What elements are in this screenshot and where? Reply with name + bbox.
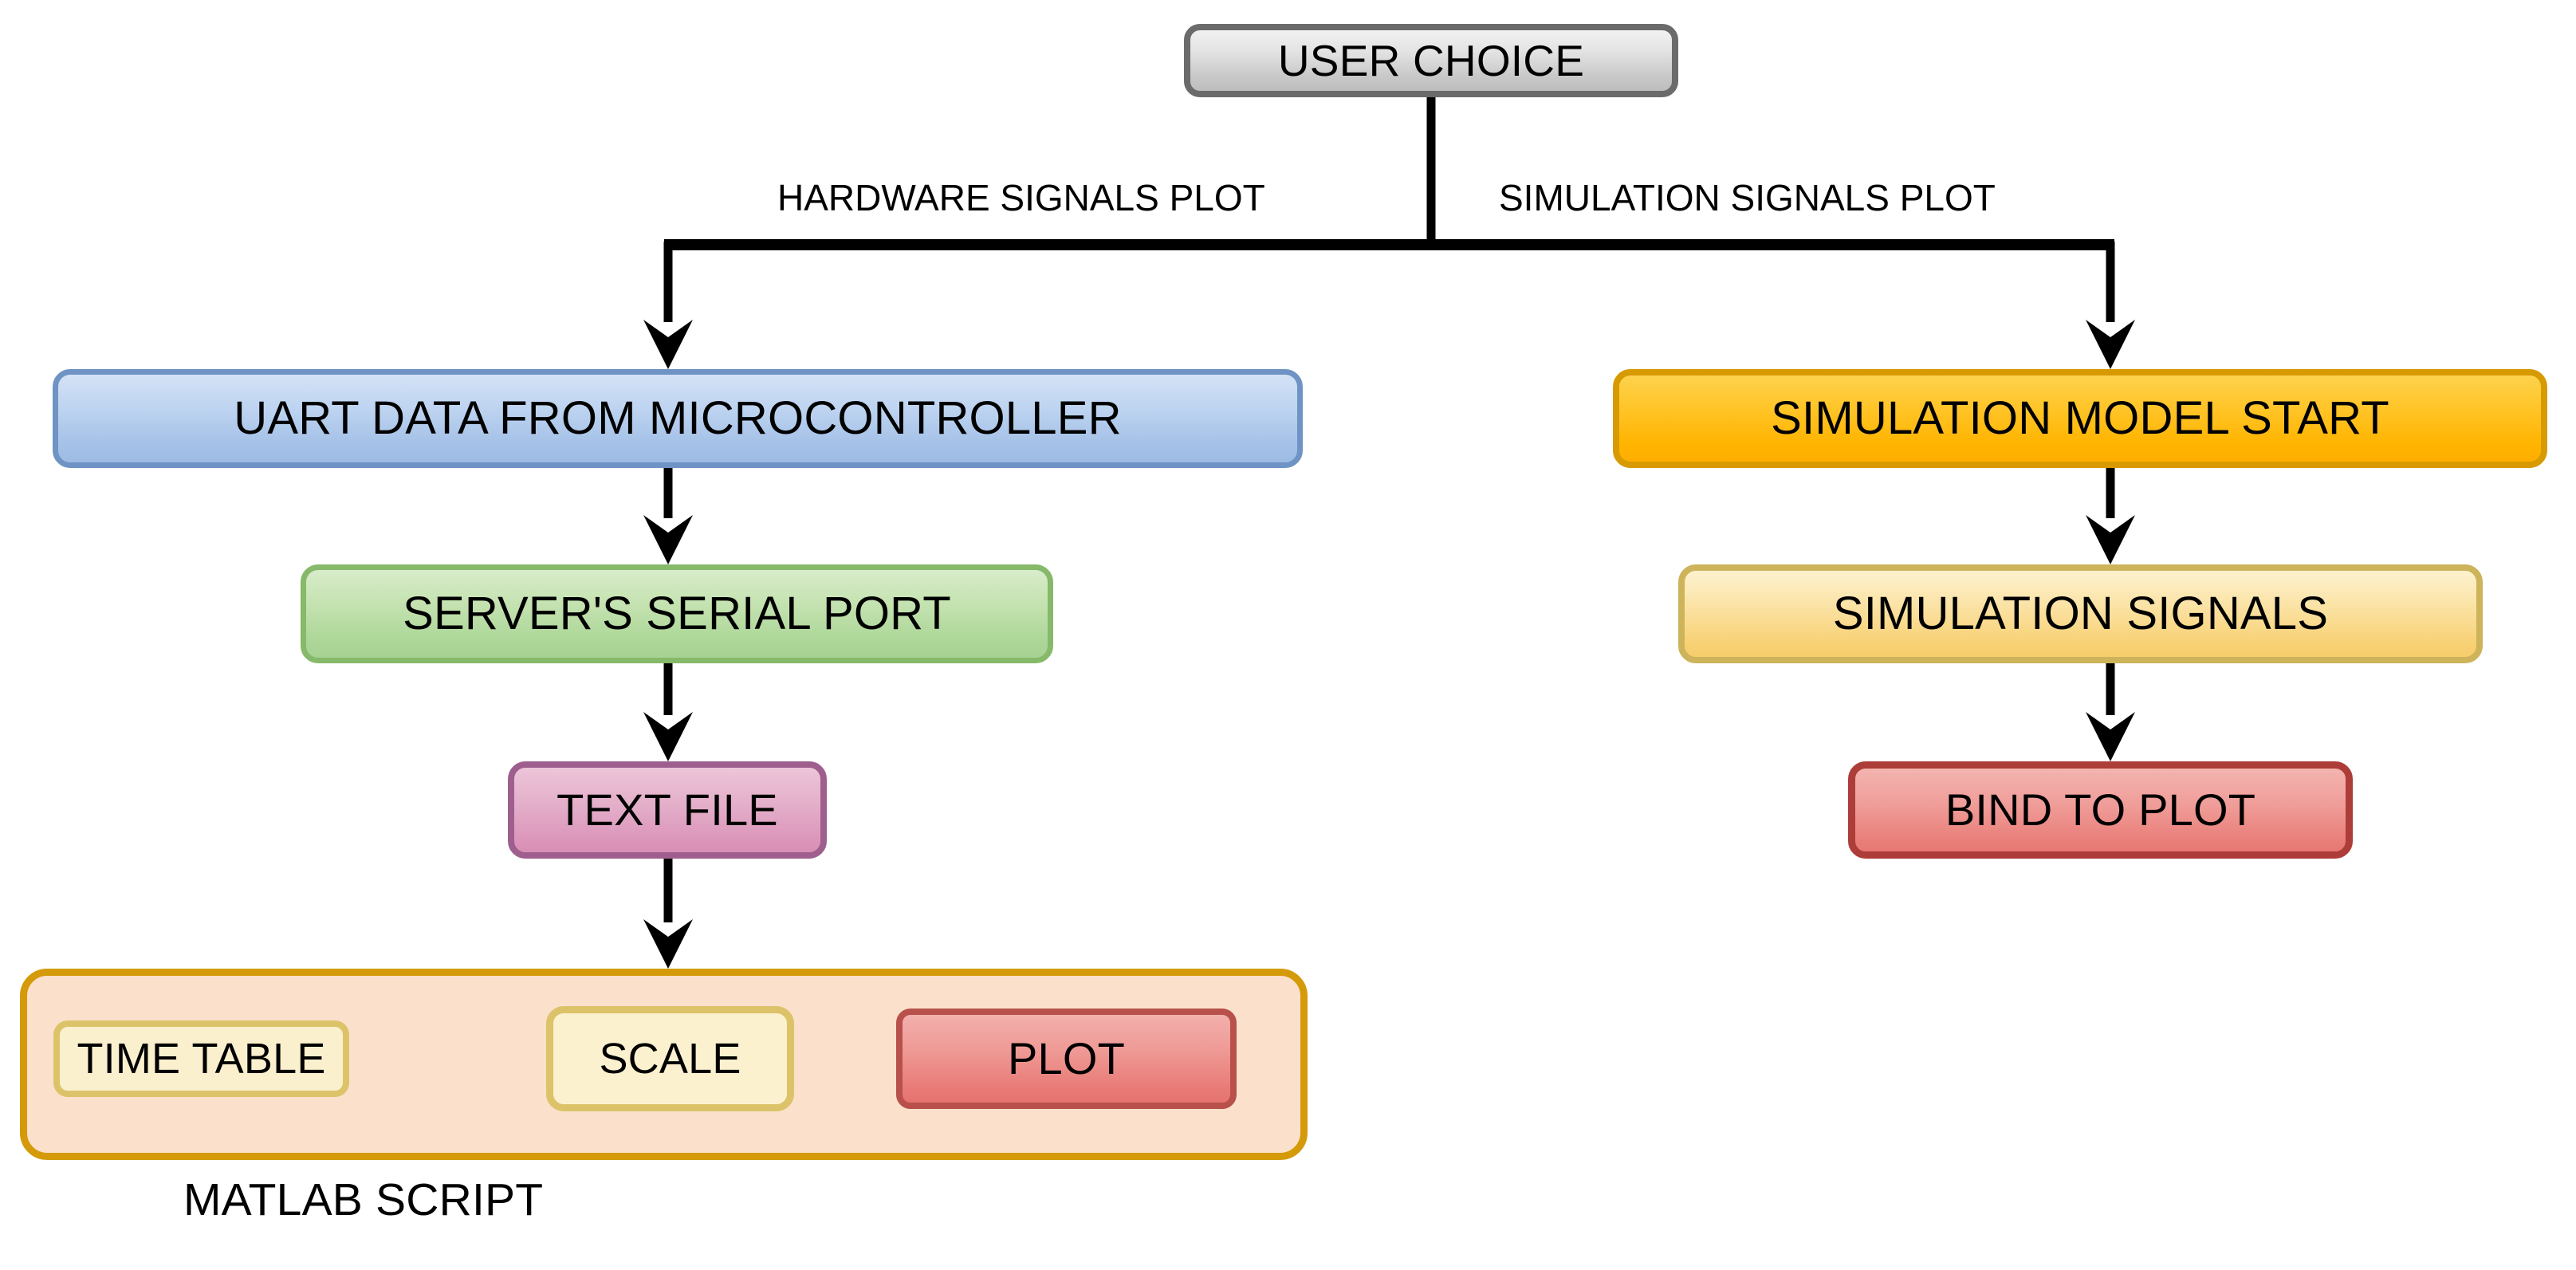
- node-sim-signals-label: SIMULATION SIGNALS: [1832, 588, 2329, 639]
- node-user-choice[interactable]: USER CHOICE: [1184, 24, 1678, 97]
- node-user-choice-label: USER CHOICE: [1277, 35, 1585, 85]
- node-plot-label: PLOT: [1007, 1033, 1126, 1083]
- edge-label-simulation-signals-plot: SIMULATION SIGNALS PLOT: [1499, 177, 1996, 218]
- group-matlab-script-caption: MATLAB SCRIPT: [183, 1172, 789, 1228]
- node-text-file[interactable]: TEXT FILE: [508, 761, 827, 859]
- node-scale-label: SCALE: [599, 1035, 741, 1083]
- node-simulation-model-start[interactable]: SIMULATION MODEL START: [1613, 369, 2547, 468]
- node-bind-label: BIND TO PLOT: [1945, 784, 2256, 835]
- node-serial-label: SERVER'S SERIAL PORT: [403, 588, 951, 639]
- node-bind-to-plot[interactable]: BIND TO PLOT: [1848, 761, 2353, 859]
- node-textfile-label: TEXT FILE: [556, 784, 778, 835]
- edge-label-hardware-signals-plot: HARDWARE SIGNALS PLOT: [777, 177, 1265, 218]
- node-sim-start-label: SIMULATION MODEL START: [1771, 392, 2389, 444]
- node-uart-data-from-microcontroller[interactable]: UART DATA FROM MICROCONTROLLER: [53, 369, 1303, 468]
- node-scale[interactable]: SCALE: [546, 1006, 794, 1111]
- node-time-table[interactable]: TIME TABLE: [53, 1020, 349, 1097]
- node-uart-label: UART DATA FROM MICROCONTROLLER: [234, 392, 1122, 444]
- node-simulation-signals[interactable]: SIMULATION SIGNALS: [1678, 564, 2483, 663]
- node-timetable-label: TIME TABLE: [77, 1035, 326, 1083]
- matlab-script-caption-label: MATLAB SCRIPT: [183, 1174, 544, 1225]
- node-plot[interactable]: PLOT: [896, 1009, 1237, 1109]
- node-servers-serial-port[interactable]: SERVER'S SERIAL PORT: [301, 564, 1053, 663]
